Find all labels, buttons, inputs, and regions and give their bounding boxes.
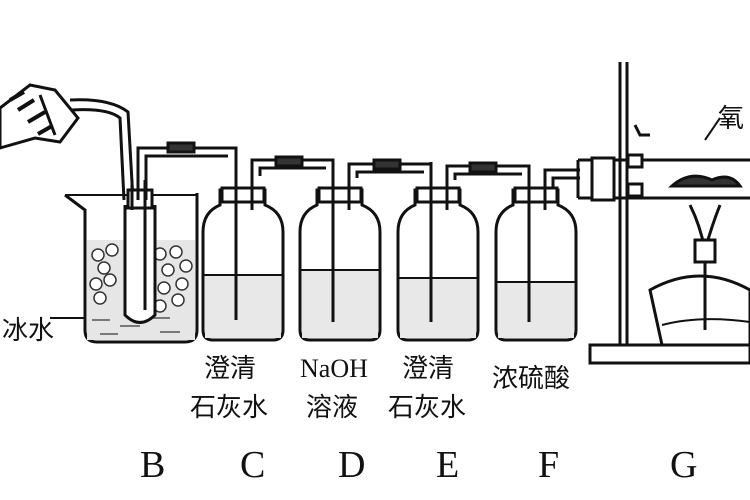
wash-bottles bbox=[201, 155, 578, 342]
source-flask bbox=[0, 83, 80, 150]
letter-f: F bbox=[538, 444, 560, 486]
ice-water-beaker bbox=[50, 180, 199, 344]
reagent-e-line2: 石灰水 bbox=[388, 393, 467, 423]
reagent-c-line2: 石灰水 bbox=[190, 393, 269, 423]
bottle-e bbox=[396, 162, 480, 342]
ice-water-label: 冰水 bbox=[2, 316, 55, 346]
bottle-c bbox=[201, 155, 285, 342]
bottle-d bbox=[298, 162, 382, 342]
delivery-tube-a bbox=[69, 98, 135, 201]
bottle-f bbox=[494, 170, 578, 342]
oxide-label: 氧 bbox=[718, 104, 745, 134]
reagent-f-line1: 浓硫酸 bbox=[492, 364, 571, 394]
reagent-c-line1: 澄清 bbox=[204, 354, 257, 384]
connecting-tubes bbox=[136, 141, 580, 200]
letter-e: E bbox=[436, 444, 460, 486]
letter-g: G bbox=[670, 444, 698, 486]
heating-apparatus bbox=[576, 62, 750, 365]
letter-d: D bbox=[338, 444, 366, 486]
letter-b: B bbox=[140, 444, 166, 486]
letter-c: C bbox=[240, 444, 266, 486]
reagent-e-line1: 澄清 bbox=[402, 354, 455, 384]
reagent-d-line2: 溶液 bbox=[306, 393, 359, 423]
reagent-d-line1: NaOH bbox=[300, 354, 368, 383]
